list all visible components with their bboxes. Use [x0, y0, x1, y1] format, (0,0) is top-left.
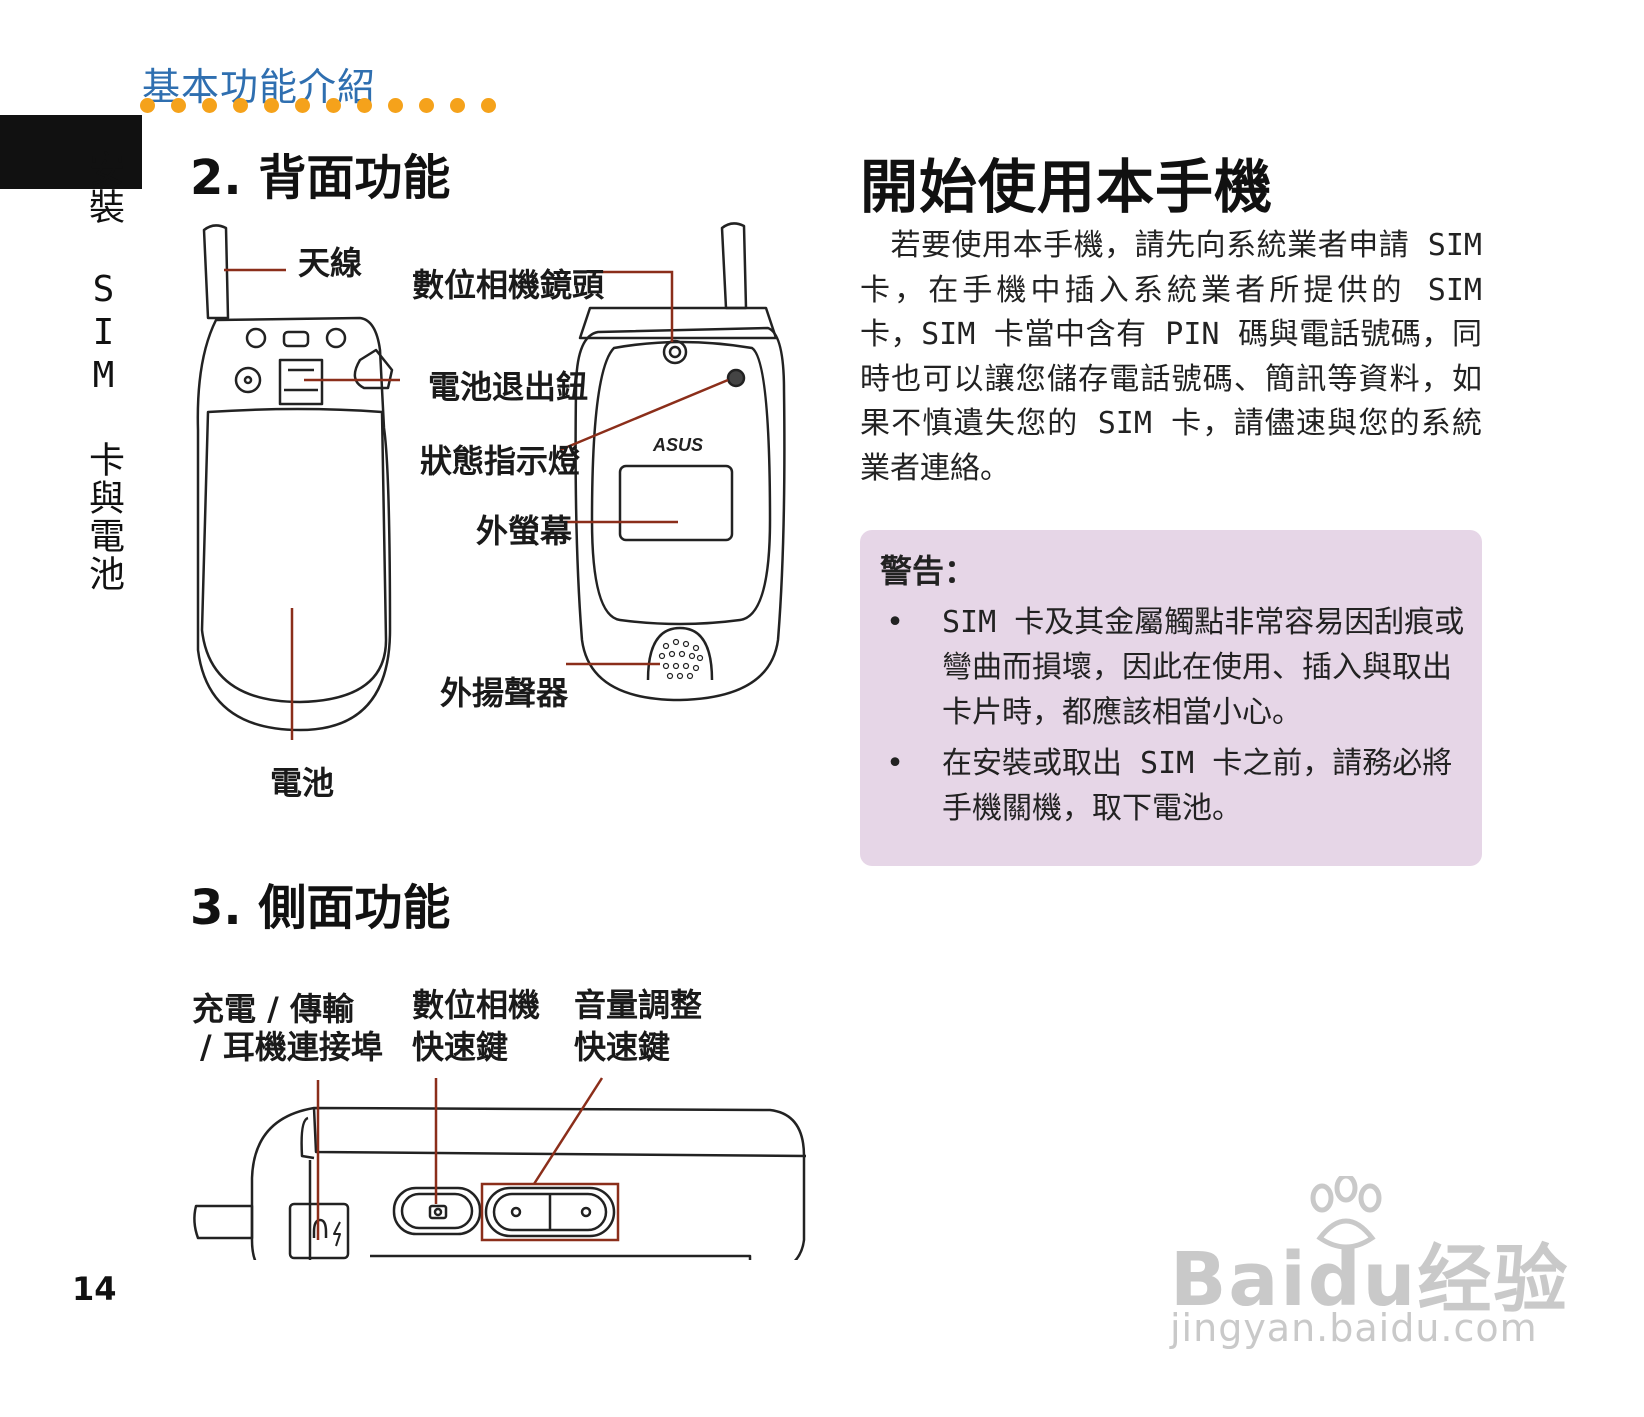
volume-key-shape	[484, 1186, 616, 1238]
side-tab-text: 安裝 SIM 卡與電池	[83, 150, 124, 593]
decorative-dots	[140, 98, 520, 116]
watermark-brand: Baidu经验	[1170, 1237, 1570, 1323]
phone-back-diagram: ASUS	[196, 222, 786, 740]
phone-side-diagram	[193, 1077, 807, 1260]
label-camera-key-line1: 數位相機	[412, 986, 541, 1024]
start-title: 開始使用本手機	[860, 153, 1274, 221]
watermark-url: jingyan.baidu.com	[1170, 1306, 1538, 1350]
volume-key-highlight	[480, 1182, 620, 1242]
phone-front-top	[578, 306, 778, 340]
label-camera-key-line2: 快速鍵	[412, 1028, 509, 1066]
label-speaker: 外揚聲器	[440, 674, 569, 712]
label-antenna: 天線	[298, 244, 363, 282]
warning-item: •SIM 卡及其金屬觸點非常容易因刮痕或彎曲而損壞，因此在使用、插入與取出卡片時…	[886, 605, 1465, 730]
antenna-shape	[202, 224, 230, 320]
label-outer-screen: 外螢幕	[476, 512, 573, 550]
section-back-title: 2. 背面功能	[190, 150, 451, 206]
label-volume-line1: 音量調整	[574, 986, 703, 1024]
warning-title: 警告：	[880, 552, 977, 590]
battery-release-latch	[278, 358, 324, 406]
phone-back-body	[196, 316, 392, 732]
label-camera-lens: 數位相機鏡頭	[412, 266, 605, 304]
phone-front-body	[574, 326, 786, 702]
warning-box	[860, 530, 1482, 866]
warning-list: •SIM 卡及其金屬觸點非常容易因刮痕或彎曲而損壞，因此在使用、插入與取出卡片時…	[880, 600, 1470, 837]
intro-paragraph: 若要使用本手機，請先向系統業者申請 SIM 卡，在手機中插入系統業者所提供的 S…	[860, 228, 1512, 486]
speaker-grille	[646, 626, 714, 681]
label-port-line2: / 耳機連接埠	[200, 1028, 383, 1066]
label-port-line1: 充電 / 傳輸	[192, 990, 354, 1028]
phone-front-panel	[590, 340, 772, 626]
page-number: 14	[72, 1270, 117, 1308]
antenna-side	[193, 1204, 254, 1240]
label-battery: 電池	[270, 764, 335, 802]
outer-screen-shape	[618, 464, 734, 542]
label-battery-release: 電池退出鈕	[428, 368, 589, 406]
section-side-title: 3. 側面功能	[190, 880, 451, 936]
label-volume-line2: 快速鍵	[574, 1028, 671, 1066]
antenna-right	[720, 222, 748, 310]
paw-icon	[1310, 1176, 1382, 1250]
asus-logo: ASUS	[652, 435, 703, 455]
warning-item: •在安裝或取出 SIM 卡之前，請務必將手機關機，取下電池。	[886, 746, 1453, 826]
battery-cover	[200, 407, 388, 704]
label-status-led: 狀態指示燈	[420, 442, 581, 480]
side-tab-block	[0, 115, 142, 189]
